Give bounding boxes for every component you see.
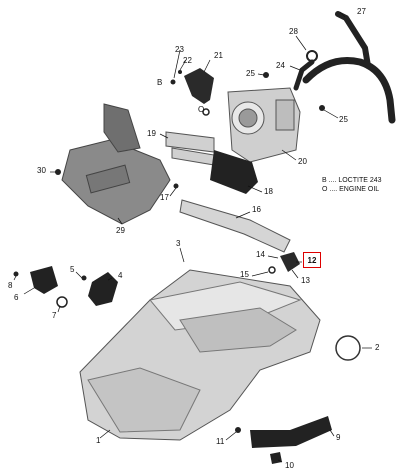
callout-25-top: 25: [246, 69, 255, 78]
screw-30: [55, 169, 61, 175]
clip-10: [270, 452, 282, 464]
callout-15: 15: [240, 270, 249, 279]
sensor-12: [280, 252, 300, 272]
oring-7: [56, 296, 68, 308]
temp-sensor-6: [30, 266, 58, 294]
callout-24: 24: [276, 61, 285, 70]
callout-17: 17: [160, 193, 169, 202]
callout-29: 29: [116, 226, 125, 235]
screw-8: [13, 271, 19, 277]
leader-lines: [13, 11, 372, 463]
upper-hose: [335, 11, 371, 69]
legend-loctite: B .... LOCTITE 243: [322, 177, 382, 184]
screw-5: [81, 275, 87, 281]
callout-18: 18: [264, 187, 273, 196]
fuel-rail-16: [179, 199, 291, 253]
throttle-body: [227, 87, 301, 163]
clamp-28: [306, 50, 318, 62]
callout-23: 23: [175, 45, 184, 54]
screw-25-right: [319, 105, 325, 111]
callout-14: 14: [256, 250, 265, 259]
flange-18: [210, 150, 258, 194]
hose-24: [293, 59, 315, 91]
airbox-plate: [61, 103, 171, 225]
screw-11: [235, 427, 241, 433]
gasket-2: [335, 335, 361, 361]
callout-13: 13: [301, 276, 310, 285]
mark-b: B: [157, 78, 163, 87]
screw-25-top: [263, 72, 269, 78]
highlighted-callout-12: 12: [303, 252, 321, 268]
callout-20: 20: [298, 157, 307, 166]
callout-2: 2: [375, 343, 380, 352]
washer-22: [178, 70, 182, 74]
vent-hose: [302, 57, 396, 124]
callout-10: 10: [285, 461, 294, 470]
callout-8: 8: [8, 281, 13, 290]
callout-21: 21: [214, 51, 223, 60]
map-sensor-4: [88, 272, 118, 306]
callout-28: 28: [289, 27, 298, 36]
legend-engine-oil: O .... ENGINE OIL: [322, 186, 380, 193]
sensor-bracket-21: [184, 68, 214, 104]
callout-19: 19: [147, 129, 156, 138]
screw-23: [170, 79, 176, 85]
intake-manifold: [79, 269, 321, 441]
callout-1: 1: [96, 436, 101, 445]
oring-13: [268, 266, 276, 274]
callout-3: 3: [176, 239, 181, 248]
callout-22: 22: [183, 56, 192, 65]
callout-6: 6: [14, 293, 19, 302]
callout-4: 4: [118, 271, 123, 280]
callout-9: 9: [336, 433, 341, 442]
callout-7: 7: [52, 311, 57, 320]
bracket-9: [250, 416, 332, 448]
mark-o: O: [198, 105, 205, 114]
callout-5: 5: [70, 265, 75, 274]
screw-17: [173, 183, 179, 189]
callout-11: 11: [216, 437, 225, 446]
oring-o-mark: [202, 108, 210, 116]
callout-27: 27: [357, 7, 366, 16]
callout-30: 30: [37, 166, 46, 175]
callout-25-right: 25: [339, 115, 348, 124]
callout-16: 16: [252, 205, 261, 214]
